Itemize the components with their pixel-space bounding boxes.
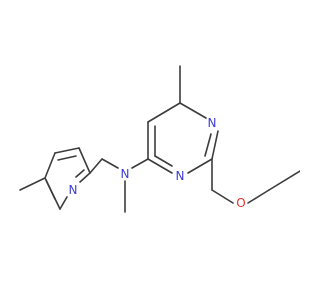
atom-n-pyridine: N — [69, 183, 78, 197]
bond-pyr-c2-n1-inner — [75, 169, 85, 178]
atom-n-pyrimidine-bottom: N — [176, 169, 185, 183]
bond-n1-c2 — [211, 130, 219, 160]
bond-pyr-c3-c2 — [78, 147, 91, 174]
atom-label-layer: N N N N O — [69, 116, 246, 210]
bond-pyr-c6-c5-inner — [45, 179, 56, 200]
bond-pyr-c4-c3-inner — [57, 155, 77, 161]
bond-pyr-n1-c6 — [59, 196, 68, 210]
bond-c2-n3 — [187, 158, 213, 174]
atom-o-ether: O — [236, 196, 245, 210]
bond-c4-namine — [131, 158, 149, 169]
bond-pyr-c4-c3 — [54, 147, 80, 154]
bond-n1-c2-inner — [204, 133, 212, 157]
bond-namine-ch2 — [101, 158, 119, 169]
atom-n-pyrimidine-top: N — [208, 116, 217, 130]
bond-pyr-c5-methyl — [19, 177, 46, 191]
bond-ch2-ch3 — [268, 170, 300, 191]
molecule-structure: N N N N O — [19, 65, 300, 213]
bond-n3-c4-inner — [154, 155, 173, 167]
bond-pyr-c5-c4 — [44, 152, 56, 179]
atom-n-amine: N — [121, 167, 130, 181]
bond-ch2-pyr-c2 — [89, 158, 103, 174]
bond-c6-n1 — [179, 102, 207, 119]
bond-o-ch2 — [247, 189, 270, 204]
bond-n3-c4 — [147, 158, 173, 174]
bond-c5-c6 — [147, 102, 181, 123]
bond-ch2-o — [211, 189, 234, 204]
bond-pyr-c2-n1 — [79, 172, 91, 183]
bond-layer — [19, 65, 300, 213]
